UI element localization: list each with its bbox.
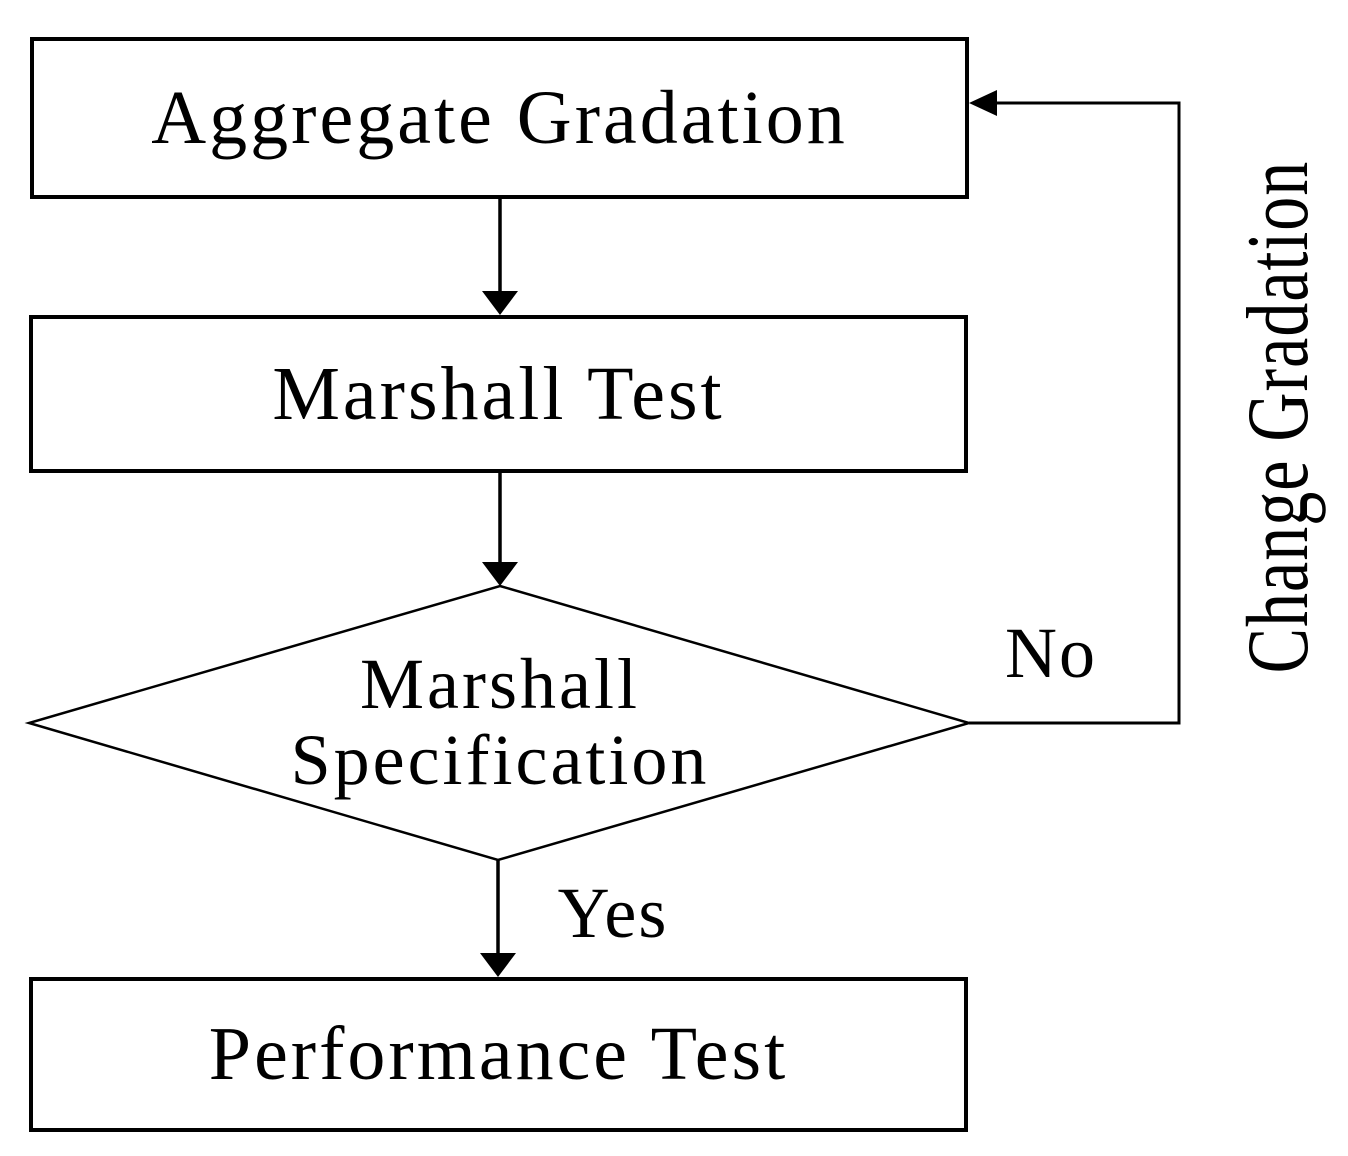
node-aggregate-gradation: Aggregate Gradation — [30, 37, 969, 199]
node-marshall-test: Marshall Test — [29, 315, 968, 473]
node-aggregate-gradation-label: Aggregate Gradation — [151, 75, 848, 160]
arrow-marshall-to-decision-head — [482, 562, 518, 586]
arrow-aggregate-to-marshall-head — [482, 291, 518, 315]
feedback-loop-line — [969, 101, 1181, 725]
edge-label-yes: Yes — [557, 872, 669, 953]
feedback-annotation-change-gradation: Change Gradation — [1226, 160, 1326, 674]
decision-diamond-shape — [24, 584, 974, 862]
node-performance-test-label: Performance Test — [208, 1012, 789, 1096]
feedback-loop-arrowhead — [969, 90, 997, 116]
arrow-yes-head — [480, 953, 516, 977]
node-marshall-test-label: Marshall Test — [272, 351, 725, 436]
edge-label-no: No — [1005, 612, 1097, 693]
node-performance-test: Performance Test — [29, 977, 968, 1132]
